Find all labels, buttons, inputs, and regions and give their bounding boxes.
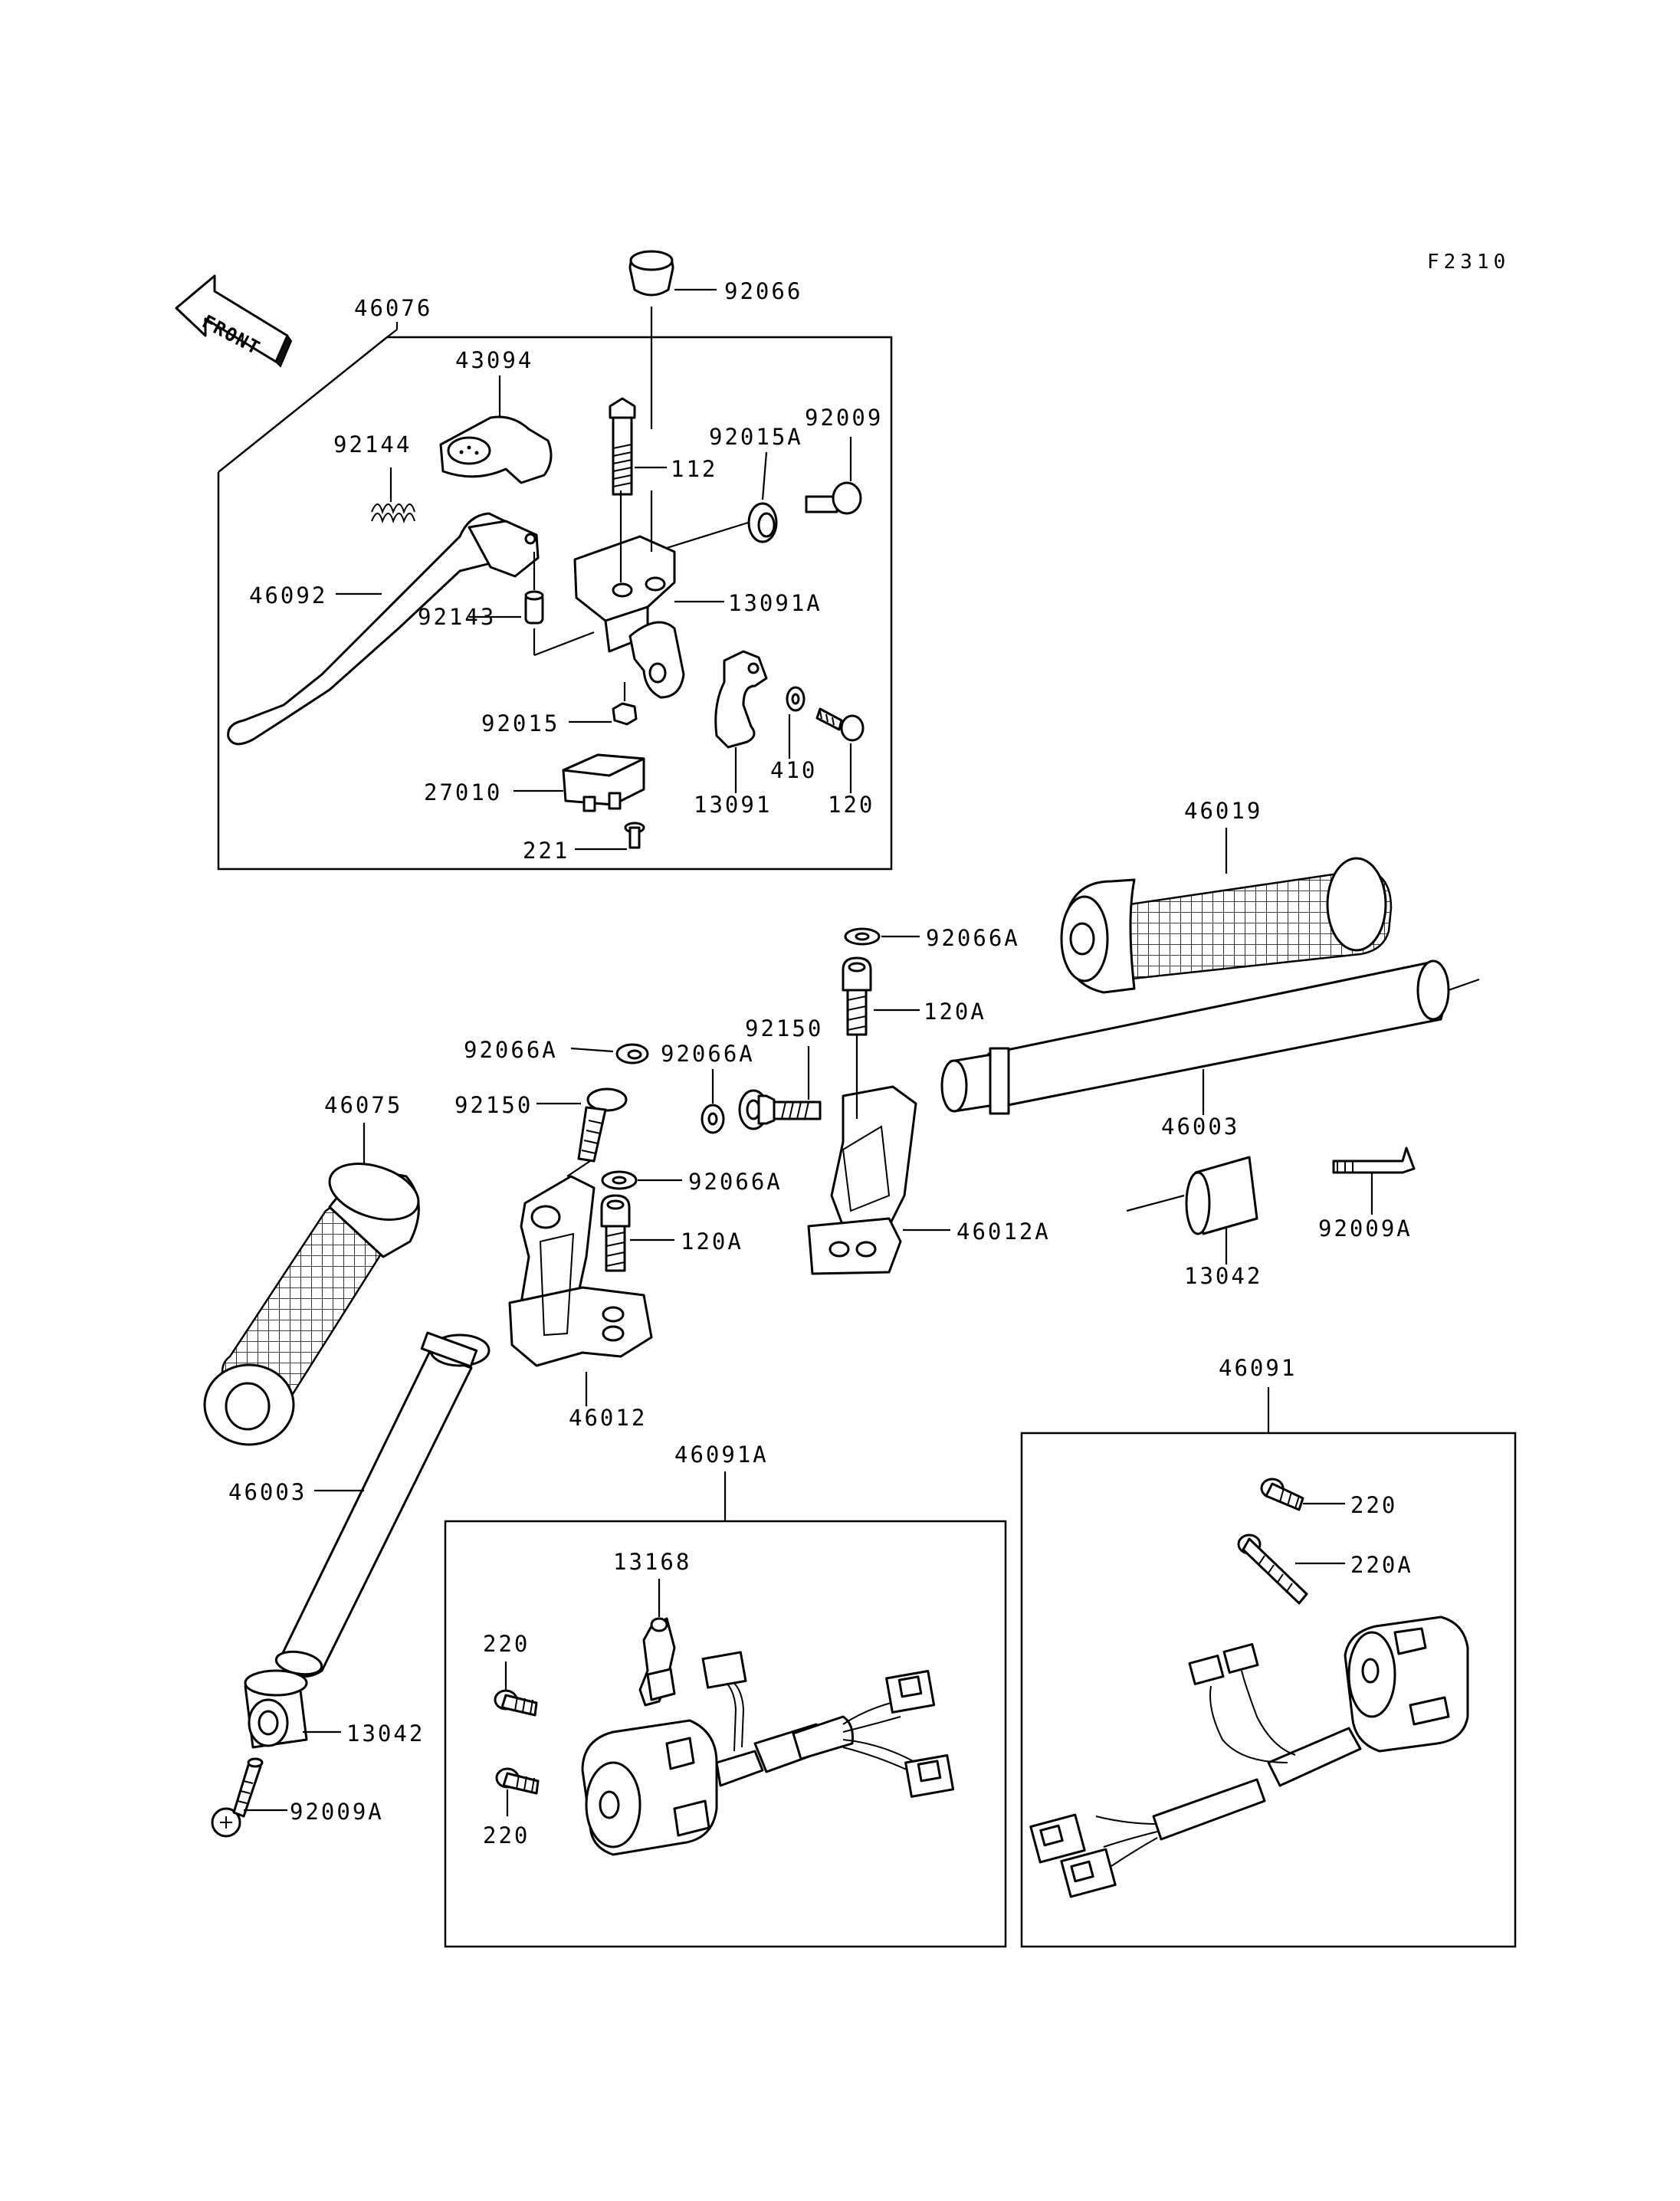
label-112: 112	[671, 456, 717, 482]
washer-92066A-left: 92066A	[464, 1037, 649, 1064]
label-92150-left: 92150	[454, 1092, 533, 1118]
label-46091: 46091	[1219, 1355, 1297, 1381]
label-27010: 27010	[424, 779, 502, 805]
switch-housing-right	[1029, 1615, 1469, 1898]
nut-92015A: 92015A	[666, 424, 803, 549]
label-92015: 92015	[481, 710, 559, 736]
label-46003-left: 46003	[228, 1479, 307, 1505]
label-46012A: 46012A	[956, 1219, 1051, 1245]
label-92009: 92009	[805, 405, 883, 431]
bracket-43094: 43094	[439, 347, 553, 484]
assembly-frame-46091A	[444, 1520, 1007, 1948]
label-220-left-lower: 220	[483, 1822, 530, 1848]
front-arrow-icon: FRONT	[175, 274, 293, 368]
washer-92066A-mid: 92066A	[661, 1041, 755, 1134]
washer-410: 410	[770, 686, 817, 783]
label-46092: 46092	[249, 582, 327, 608]
label-220-left-upper: 220	[483, 1631, 530, 1657]
washer-92066A-low: 92066A	[601, 1169, 783, 1195]
label-120: 120	[828, 792, 874, 818]
holder-46012A: 46012A	[807, 1085, 1051, 1275]
label-120A-low: 120A	[681, 1228, 743, 1255]
label-92066A-top: 92066A	[926, 925, 1020, 951]
label-46019: 46019	[1184, 798, 1262, 824]
label-92066A-mid: 92066A	[661, 1041, 755, 1067]
screw-92009A-right: 92009A	[1318, 1146, 1416, 1242]
label-92066A-left: 92066A	[464, 1037, 558, 1063]
label-92009A-right: 92009A	[1318, 1215, 1413, 1242]
label-92066: 92066	[724, 278, 802, 304]
label-92144: 92144	[333, 431, 412, 458]
screw-92150-mid: 92150	[738, 1015, 823, 1130]
label-92009A-left: 92009A	[290, 1799, 384, 1825]
cap-92066: 92066	[628, 250, 802, 429]
label-92143: 92143	[418, 604, 496, 630]
handlebar-46003-right: 46003	[940, 959, 1480, 1140]
label-120A-top: 120A	[924, 999, 986, 1025]
right-grip-46019: 46019	[1060, 798, 1393, 994]
label-13091A: 13091A	[728, 590, 822, 616]
label-220-right: 220	[1350, 1492, 1397, 1518]
spring-92144: 92144	[333, 431, 415, 524]
screw-92009: 92009	[805, 405, 883, 515]
holder-13091A: 13091A	[573, 490, 822, 699]
clamp-13091: 13091	[694, 650, 772, 818]
label-92015A: 92015A	[709, 424, 803, 450]
washer-92066A-top: 92066A	[844, 925, 1020, 951]
label-46003-right: 46003	[1161, 1114, 1239, 1140]
bolt-120A-top: 120A	[842, 956, 986, 1119]
screw-220-left-upper: 220	[483, 1631, 538, 1717]
left-grip-46075: 46075	[203, 1092, 420, 1446]
label-221: 221	[523, 838, 569, 864]
nut-92015: 92015	[481, 682, 638, 736]
label-46091A: 46091A	[674, 1442, 769, 1468]
weight-13042-left: 13042	[244, 1669, 425, 1749]
holder-46012: 46012	[508, 1175, 653, 1431]
clutch-lever-assembly: 46076 92066 43094 92144	[217, 250, 893, 871]
switch-housing-left	[581, 1651, 955, 1856]
label-13091: 13091	[694, 792, 772, 818]
label-46075: 46075	[324, 1092, 402, 1118]
bolt-112: 112	[609, 397, 717, 496]
handlebar-46003-left: 46003	[228, 1331, 491, 1678]
screw-92009A-left: 92009A	[211, 1757, 384, 1838]
screw-221: 221	[523, 822, 645, 864]
label-92066A-low: 92066A	[688, 1169, 783, 1195]
assembly-frame-46076	[217, 336, 893, 871]
label-410: 410	[770, 757, 817, 783]
screw-220-right: 220	[1260, 1478, 1397, 1518]
switch-27010: 27010	[424, 753, 645, 812]
label-13042-left: 13042	[346, 1720, 425, 1747]
bolt-120: 120	[815, 707, 874, 818]
label-13168: 13168	[613, 1549, 691, 1575]
label-46012: 46012	[569, 1405, 647, 1431]
lever-46092: 46092	[227, 512, 540, 746]
left-switch-assembly: 46091A 13168 220 220	[444, 1442, 1007, 1948]
screw-220A: 220A	[1237, 1533, 1413, 1605]
label-220A: 220A	[1350, 1552, 1413, 1578]
switch-13168: 13168	[613, 1549, 691, 1707]
label-92150-mid: 92150	[745, 1015, 823, 1041]
right-switch-assembly: 46091 220 220A	[1020, 1355, 1517, 1948]
label-13042-right: 13042	[1184, 1263, 1262, 1289]
label-43094: 43094	[455, 347, 533, 373]
bolt-120A-low: 120A	[600, 1194, 743, 1272]
diagram-code: F2310	[1427, 251, 1510, 274]
screw-220-left-lower: 220	[483, 1767, 540, 1848]
collar-92143: 92143	[418, 552, 595, 657]
screw-92150-left: 92150	[454, 1087, 628, 1177]
label-46076: 46076	[354, 295, 432, 321]
weight-13042-right: 13042	[1126, 1156, 1262, 1289]
